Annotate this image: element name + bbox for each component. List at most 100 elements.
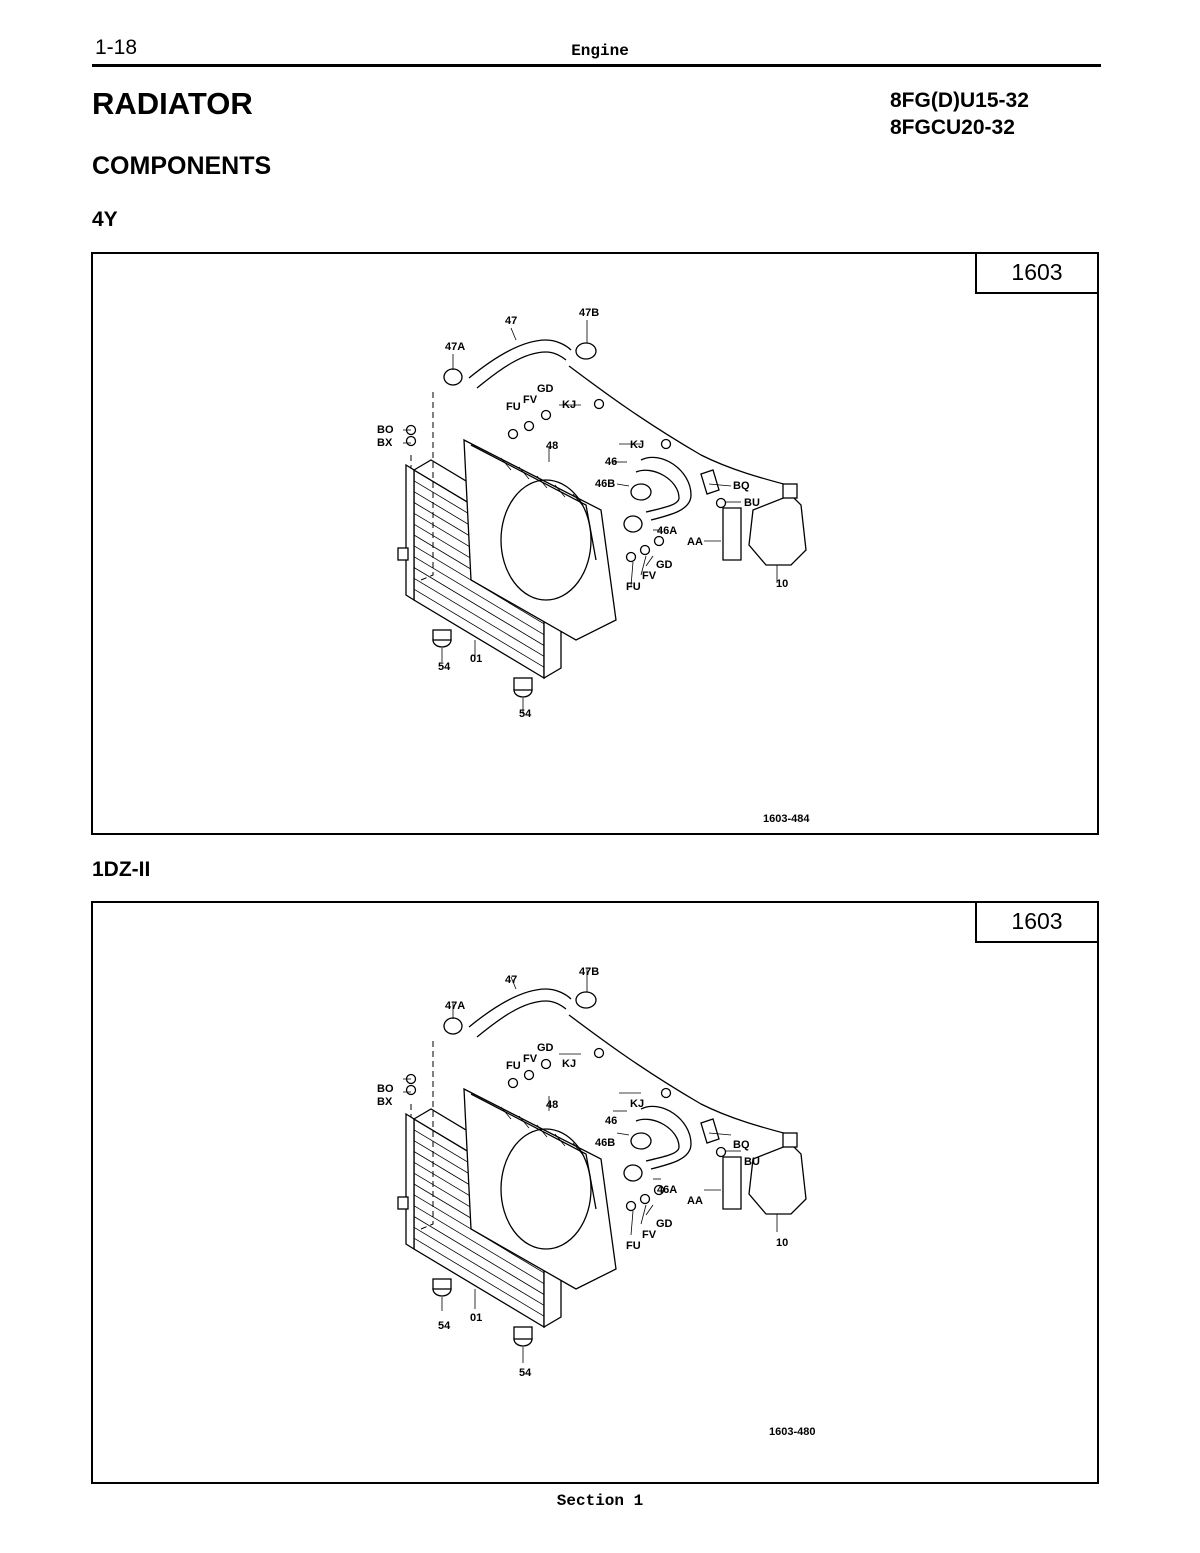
assembly-line [420,392,434,581]
part-label-kj2: KJ [630,439,644,451]
page-footer: Section 1 [556,1492,644,1510]
fastener [653,1184,665,1196]
variant-label-1dz: 1DZ-II [92,858,151,881]
shroud-edge [470,444,597,561]
fan-shroud-ring [500,479,592,601]
reservoir-tank [748,1143,807,1215]
fastener [593,1047,605,1059]
part-label-aa: AA [687,536,703,548]
part-label-bu: BU [744,497,760,509]
fastener [540,1058,552,1070]
fastener [639,1193,651,1205]
leader-line [640,555,647,576]
figure-number: 1603-480 [769,1426,816,1438]
fastener [660,1087,672,1099]
pipe-clip-BQ [700,469,720,495]
part-label-fu2: FU [626,581,641,593]
hose-clamp-47B [575,991,597,1009]
page-number: 1-18 [95,36,138,59]
hose-clamp-47A [443,368,463,386]
part-label-kj1: KJ [562,399,576,411]
core-fin [413,556,545,636]
leader-line [630,561,634,587]
lower-hose-46 [635,469,680,513]
radiator-left-tank [405,463,415,602]
part-label-bx: BX [377,437,393,449]
part-label-p47: 47 [505,974,517,986]
shroud-rib [572,1142,584,1156]
part-label-gd: GD [537,383,554,395]
leader-line [510,976,517,990]
upper-hose-47 [476,351,567,389]
part-label-fv: FV [523,394,538,406]
part-label-p46a: 46A [657,1184,677,1196]
shroud-rib [536,475,548,489]
leader-line [645,1204,654,1216]
hose-clamp-46B [630,1132,652,1150]
upper-hose-47 [468,339,572,379]
hose-clamp-46B [630,483,652,501]
part-label-kj2: KJ [630,1098,644,1110]
fastener [593,398,605,410]
core-fin [413,1216,545,1295]
fastener [639,544,651,556]
fastener [540,409,552,421]
hose-clamp-47B [575,342,597,360]
pipe-clip-BQ [700,1118,720,1144]
hose-clamp-46A [623,515,643,533]
fastener [625,551,637,563]
section-subtitle: COMPONENTS [92,152,272,180]
leader-line [708,1132,732,1136]
reservoir-bracket [722,507,742,561]
part-label-fv2: FV [642,570,657,582]
leader-line [616,1132,630,1136]
lower-hose-46 [635,1118,680,1162]
fastener [523,420,535,432]
mount-cushion-54 [513,1326,533,1340]
fastener [715,497,727,509]
reservoir-cap [782,483,798,499]
part-label-p54b: 54 [519,1367,532,1379]
part-label-p48: 48 [546,1099,558,1111]
fastener [625,1200,637,1212]
overflow-pipe [568,365,792,487]
header-rule [92,64,1101,67]
shroud-rib [518,466,530,480]
radiator-left-tank [405,1112,415,1251]
radiator-bracket [397,1196,409,1210]
shroud-rib [554,1133,566,1147]
shroud-rib [536,1124,548,1138]
core-fin [413,1226,545,1306]
mount-cushion-54 [432,629,452,641]
part-label-p54b: 54 [519,708,532,720]
part-label-p01: 01 [470,653,482,665]
leader-line [640,1204,647,1225]
fastener [653,535,665,547]
group-code-box: 1603 [975,903,1097,943]
part-label-p47a: 47A [445,341,465,353]
part-label-p01: 01 [470,1312,482,1324]
model-list: 8FG(D)U15-32 8FGCU20-32 [890,87,1029,141]
hose-clamp-46A [623,1164,643,1182]
fastener [507,428,519,440]
fastener [523,1069,535,1081]
part-label-p10: 10 [776,1237,788,1249]
leader-line [630,1210,634,1236]
upper-hose-47 [468,988,572,1028]
upper-hose-47 [476,1000,567,1038]
part-label-p10: 10 [776,578,788,590]
part-label-gd: GD [537,1042,554,1054]
part-label-p46: 46 [605,456,617,468]
part-label-gd2: GD [656,1218,673,1230]
overflow-pipe [568,1014,792,1136]
lower-hose-46 [640,456,692,521]
part-label-bo: BO [377,1083,394,1095]
part-label-bu: BU [744,1156,760,1168]
shroud-rib [572,493,584,507]
core-fin [413,1237,545,1317]
model-2: 8FGCU20-32 [890,116,1015,139]
fastener [715,1146,727,1158]
part-label-fv2: FV [642,1229,657,1241]
model-1: 8FG(D)U15-32 [890,89,1029,112]
